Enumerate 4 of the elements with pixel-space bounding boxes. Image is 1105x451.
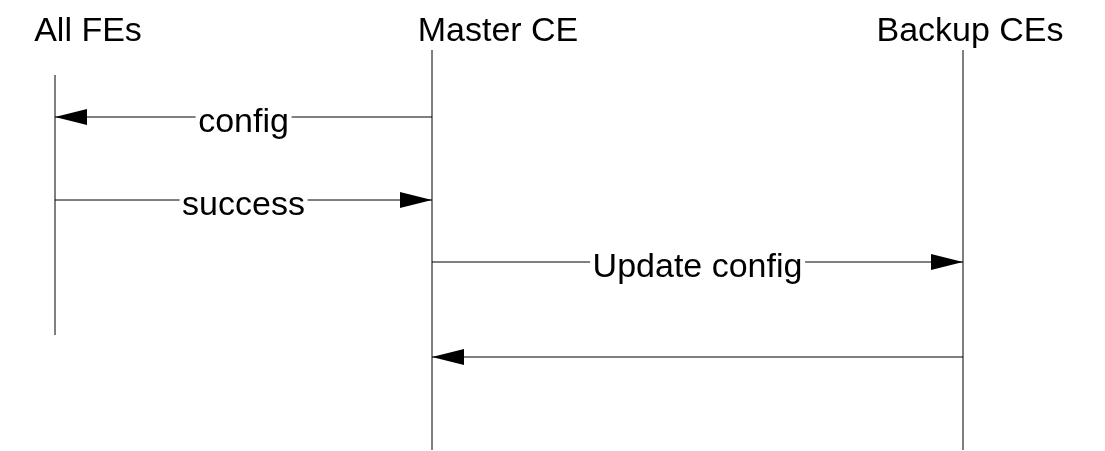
participant-label: Master CE (417, 10, 579, 48)
participant-label: Backup CEs (876, 10, 1064, 48)
participant-label: All FEs (34, 10, 142, 48)
message-arrow (431, 349, 964, 365)
